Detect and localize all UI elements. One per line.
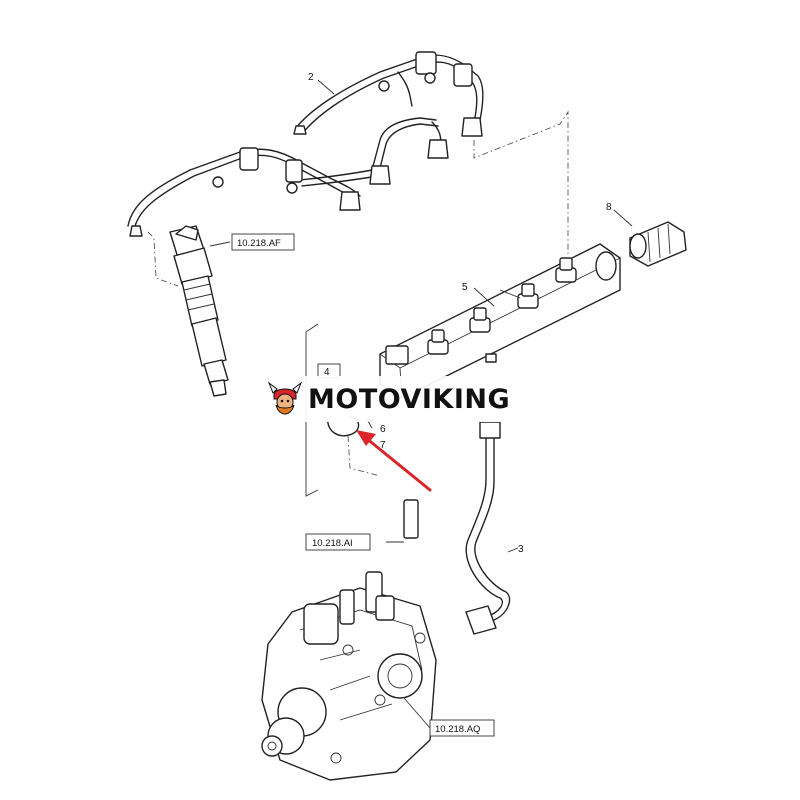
watermark-brand-text: MOTOVIKING [308, 383, 511, 415]
high-pressure-pipe-part-3 [465, 421, 519, 635]
fuel-injector [169, 225, 231, 397]
callout-3: 3 [518, 544, 524, 555]
callout-8: 8 [606, 202, 612, 213]
red-arrow-pointer [356, 430, 432, 492]
callout-2: 2 [308, 72, 314, 83]
viking-mascot-icon [262, 376, 308, 422]
callout-6: 6 [380, 424, 386, 435]
part-callouts: 2 3 4 5 6 7 8 [308, 72, 612, 555]
motoviking-watermark: MOTOVIKING [262, 376, 534, 422]
ref-sleeve: 10.218.AI [305, 533, 371, 551]
svg-text:10.218.AF: 10.218.AF [237, 238, 281, 249]
svg-text:10.218.AI: 10.218.AI [312, 538, 353, 549]
callout-5: 5 [462, 282, 468, 293]
callout-7: 7 [380, 440, 386, 451]
ref-injector: 10.218.AF [231, 233, 295, 251]
svg-text:10.218.AQ: 10.218.AQ [435, 724, 480, 735]
high-pressure-fuel-pump [261, 571, 437, 781]
injector-lines-part-2 [127, 51, 484, 237]
ref-pump: 10.218.AQ [429, 719, 495, 737]
reference-labels: 10.218.AF 10.218.AI 10.218.AQ [231, 233, 495, 737]
common-rail-part-5 [379, 243, 621, 399]
callout-4: 4 [324, 367, 330, 378]
assembly-guide-lines [147, 110, 569, 477]
rail-pressure-sensor-part-8 [613, 209, 687, 267]
